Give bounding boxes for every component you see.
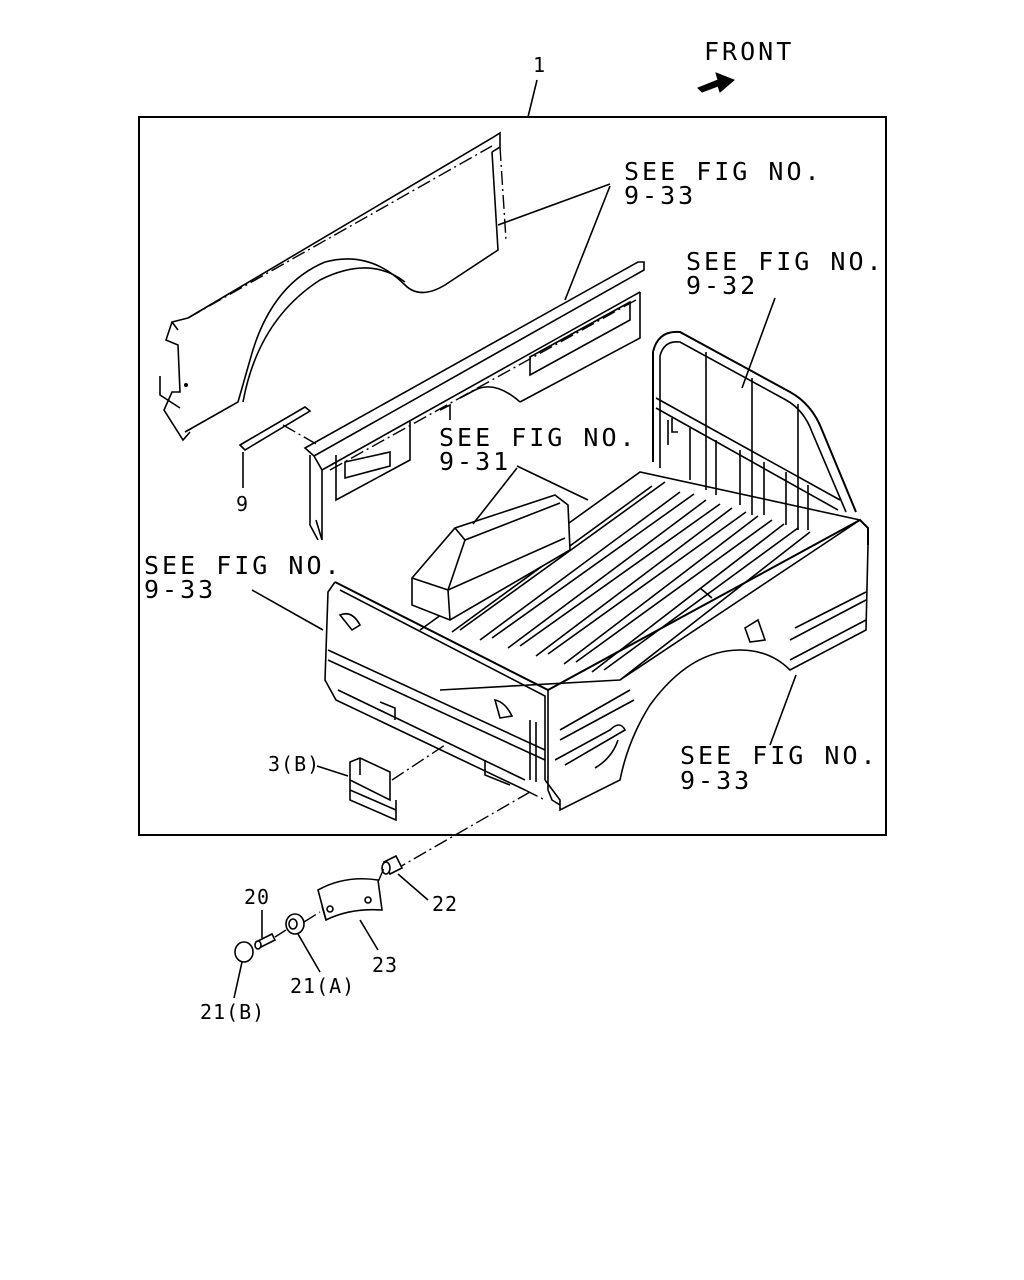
leader-callout-21a [297, 933, 321, 973]
ref-center-line1: SEE FIG NO. [439, 423, 638, 452]
callout-23: 23 [372, 953, 398, 977]
callout-21b: 21(B) [200, 1000, 265, 1024]
leader-ref-left [251, 589, 324, 631]
part-23-plate [317, 867, 385, 922]
ref-lower-right-line1: SEE FIG NO. [680, 741, 879, 770]
part-21a-grommet [285, 911, 321, 935]
ref-upper-right-line2: 9-33 [624, 181, 696, 210]
leader-ref-upper-right-b [564, 185, 611, 301]
ref-left-line1: SEE FIG NO. [144, 551, 343, 580]
leader-ref-center-a [516, 465, 589, 501]
leader-callout-3b [316, 765, 349, 777]
leader-callout-22 [397, 873, 429, 901]
ref-upper-right-line1: SEE FIG NO. [624, 157, 823, 186]
callout-20: 20 [244, 885, 270, 909]
tailgate-and-right-panel [324, 518, 869, 812]
wheel-housing [411, 494, 571, 621]
ref-lower-right-line2: 9-33 [680, 766, 752, 795]
part-20-screw [254, 929, 287, 950]
part-21b-cap [234, 941, 254, 963]
leader-ref-lower-right [769, 674, 797, 746]
explode-line-22 [397, 791, 531, 869]
part-22-pin [381, 854, 404, 876]
callout-22: 22 [432, 892, 458, 916]
ref-center-line2: 9-31 [439, 447, 511, 476]
leader-ref-headboard [741, 297, 776, 389]
leader-callout-1 [527, 79, 538, 118]
callout-3b: 3(B) [268, 752, 320, 776]
left-side-panel [159, 131, 507, 442]
leader-ref-upper-right-a [497, 183, 611, 226]
callout-1: 1 [533, 53, 546, 77]
part-3b-bracket [349, 744, 446, 822]
ref-headboard-line1: SEE FIG NO. [686, 247, 885, 276]
callout-9: 9 [236, 492, 249, 516]
ref-headboard-line2: 9-32 [686, 271, 758, 300]
front-label: FRONT [704, 37, 794, 66]
part-9-strip [238, 406, 319, 452]
leader-callout-23 [359, 919, 379, 951]
callout-21a: 21(A) [290, 974, 355, 998]
leader-ref-center-b [472, 467, 518, 525]
left-inner-side [303, 261, 645, 541]
leader-callout-21b [233, 961, 243, 999]
assembly-frame [138, 116, 887, 836]
ref-left-line2: 9-33 [144, 575, 216, 604]
headboard [652, 330, 857, 530]
front-arrow-icon [697, 72, 735, 93]
